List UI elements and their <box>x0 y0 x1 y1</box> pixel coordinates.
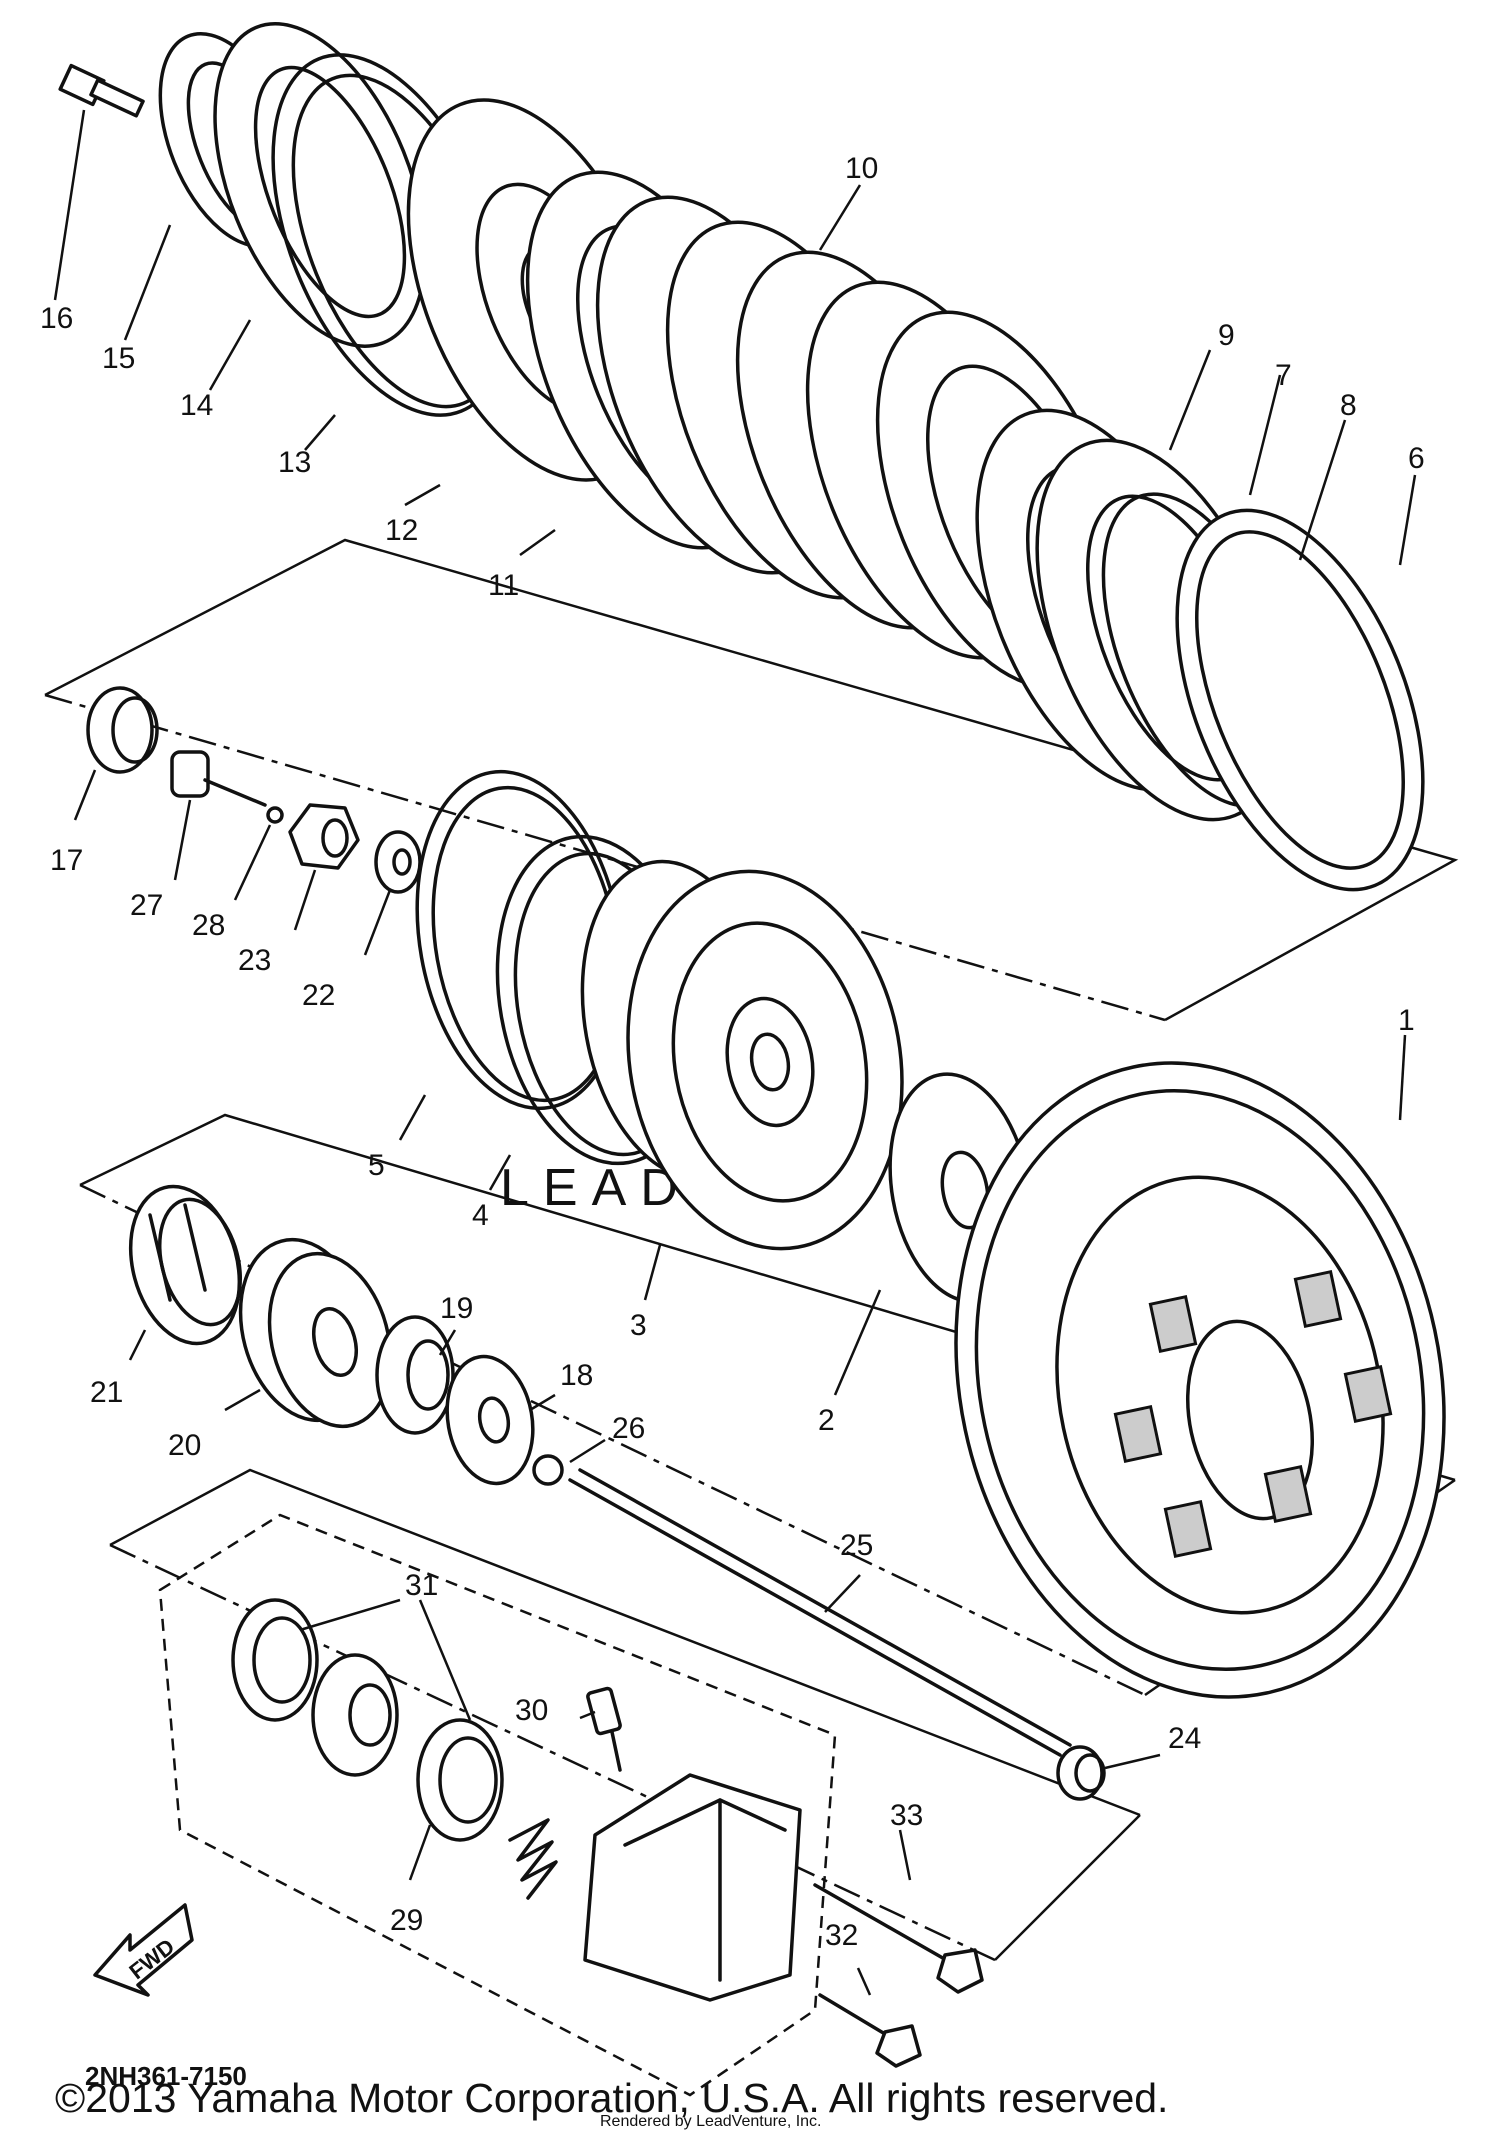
callout-13: 13 <box>278 446 311 479</box>
callout-9: 9 <box>1218 319 1235 352</box>
part-28-ball <box>266 806 284 824</box>
part-27-push-rod <box>170 750 267 807</box>
leader-lines <box>53 109 1417 1996</box>
callout-10: 10 <box>845 152 878 185</box>
callout-18: 18 <box>560 1359 593 1392</box>
part-26-ball <box>532 1454 564 1486</box>
rendered-by-note: Rendered by LeadVenture, Inc. <box>600 2113 822 2130</box>
part-20-spacer <box>238 1237 393 1429</box>
fwd-arrow-icon: FWD <box>93 1903 194 1997</box>
callout-33: 33 <box>890 1799 923 1832</box>
callout-1: 1 <box>1398 1004 1415 1037</box>
part-33-bolt <box>813 1883 984 1994</box>
callout-27: 27 <box>130 889 163 922</box>
part-6-friction-plate <box>1175 508 1425 892</box>
part-31-seal-set <box>231 1598 504 1842</box>
part-19-bearing <box>375 1315 455 1435</box>
callout-20: 20 <box>168 1429 201 1462</box>
callout-26: 26 <box>612 1412 645 1445</box>
callout-11: 11 <box>488 569 519 602</box>
callout-4: 4 <box>472 1199 489 1232</box>
part-16-bolt <box>58 63 145 118</box>
callout-15: 15 <box>102 342 135 375</box>
callout-21: 21 <box>90 1376 123 1409</box>
part-25-push-rod <box>568 1468 1072 1757</box>
callout-5: 5 <box>368 1149 385 1182</box>
part-1-clutch-housing <box>954 1061 1446 1699</box>
callout-19: 19 <box>440 1292 473 1325</box>
callout-7: 7 <box>1275 359 1292 392</box>
callout-14: 14 <box>180 389 213 422</box>
copyright-notice: ©2013 Yamaha Motor Corporation, U.S.A. A… <box>55 2075 1168 2121</box>
callout-labels: 1 2 3 4 5 6 7 8 9 10 11 12 13 14 15 16 1… <box>40 152 1425 1952</box>
part-32-bolt <box>818 1993 922 2068</box>
part-30-bleed-screw <box>586 1686 622 1772</box>
group-frame-clutch-plates <box>44 538 1459 1022</box>
callout-25: 25 <box>840 1529 873 1562</box>
part-29-release-cylinder <box>583 1773 802 2002</box>
callout-16: 16 <box>40 302 73 335</box>
callout-6: 6 <box>1408 442 1425 475</box>
part-24-bush <box>1056 1745 1106 1801</box>
callout-12: 12 <box>385 514 418 547</box>
callout-28: 28 <box>192 909 225 942</box>
part-release-spring <box>508 1818 558 1900</box>
part-17-bearing <box>86 686 159 774</box>
callout-23: 23 <box>238 944 271 977</box>
callout-29: 29 <box>390 1904 423 1937</box>
part-23-nut <box>288 803 360 870</box>
callout-2: 2 <box>818 1404 835 1437</box>
part-14-plate <box>213 22 427 348</box>
callout-8: 8 <box>1340 389 1357 422</box>
callout-17: 17 <box>50 844 83 877</box>
callout-30: 30 <box>515 1694 548 1727</box>
callout-24: 24 <box>1168 1722 1201 1755</box>
group-frame-29-dashed <box>158 1513 837 2097</box>
callout-32: 32 <box>825 1919 858 1952</box>
callout-31: 31 <box>405 1569 438 1602</box>
part-18-washer <box>445 1354 535 1486</box>
part-3-clutch-boss <box>580 859 904 1251</box>
callout-22: 22 <box>302 979 335 1012</box>
diagram-code: 2NH361-7150 <box>85 2061 247 2091</box>
part-21-needle-bearing <box>128 1184 243 1346</box>
part-22-lock-washer <box>374 830 422 894</box>
callout-3: 3 <box>630 1309 647 1342</box>
